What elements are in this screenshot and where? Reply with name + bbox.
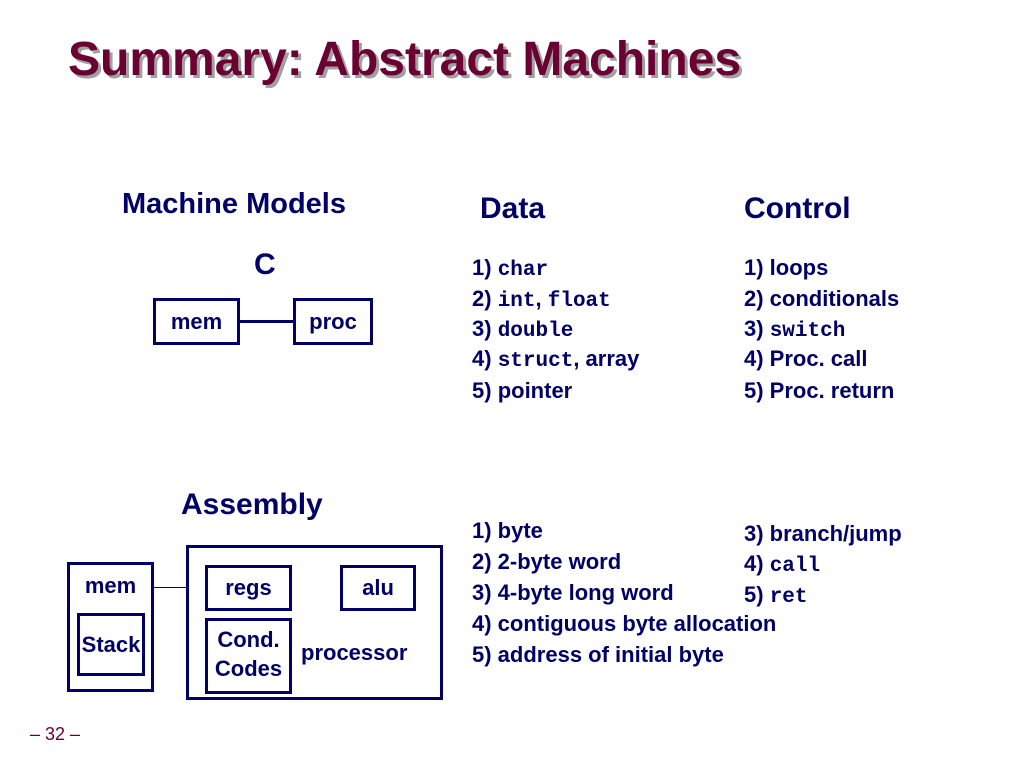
c-data-item-1: 1) char: [472, 255, 549, 282]
c-control-item-4: 4) Proc. call: [744, 346, 868, 371]
assembly-model-label: Assembly: [181, 488, 323, 521]
asm-processor-box: regs alu Cond. Codes processor: [186, 545, 443, 700]
asm-stack-box: Stack: [77, 613, 145, 676]
asm-alu-box: alu: [340, 565, 416, 611]
asm-alu-label: alu: [362, 575, 394, 600]
asm-stack-label: Stack: [81, 632, 141, 657]
slide-title: Summary: Abstract Machines: [68, 33, 742, 86]
c-data-item-5: 5) pointer: [472, 378, 573, 403]
c-control-item-2: 2) conditionals: [744, 286, 900, 311]
asm-control-item-2: 4) call: [744, 551, 821, 578]
c-control-item-1: 1) loops: [744, 255, 829, 280]
c-data-item-3: 3) double: [472, 316, 574, 343]
c-model-label: C: [254, 248, 276, 281]
asm-control-item-3: 5) ret: [744, 582, 808, 609]
asm-mem-processor-connector: [154, 587, 188, 588]
asm-cond-codes-box: Cond. Codes: [205, 618, 292, 694]
asm-regs-box: regs: [205, 565, 292, 611]
c-control-item-3: 3) switch: [744, 316, 846, 343]
c-mem-box: mem: [153, 298, 240, 345]
header-control: Control: [744, 192, 851, 225]
asm-control-item-1: 3) branch/jump: [744, 521, 902, 546]
asm-regs-label: regs: [225, 575, 272, 600]
c-data-item-2: 2) int, float: [472, 286, 611, 313]
c-data-item-4: 4) struct, array: [472, 346, 640, 373]
asm-cond-label-2: Codes: [214, 656, 283, 681]
c-mem-label: mem: [170, 309, 223, 334]
asm-data-item-4: 4) contiguous byte allocation: [472, 611, 777, 636]
c-mem-proc-connector: [240, 320, 293, 323]
c-control-item-5: 5) Proc. return: [744, 378, 895, 403]
header-machine-models: Machine Models: [122, 188, 346, 220]
page-number: – 32 –: [30, 724, 81, 744]
asm-mem-box: mem Stack: [67, 562, 154, 692]
c-proc-label: proc: [309, 309, 357, 334]
asm-data-item-1: 1) byte: [472, 518, 543, 543]
c-proc-box: proc: [293, 298, 373, 345]
asm-data-item-3: 3) 4-byte long word: [472, 580, 674, 605]
asm-cond-label-1: Cond.: [217, 627, 280, 652]
asm-processor-label: processor: [301, 640, 408, 665]
header-data: Data: [480, 192, 546, 225]
asm-mem-label: mem: [84, 573, 137, 598]
asm-data-item-5: 5) address of initial byte: [472, 642, 724, 667]
asm-data-item-2: 2) 2-byte word: [472, 549, 622, 574]
